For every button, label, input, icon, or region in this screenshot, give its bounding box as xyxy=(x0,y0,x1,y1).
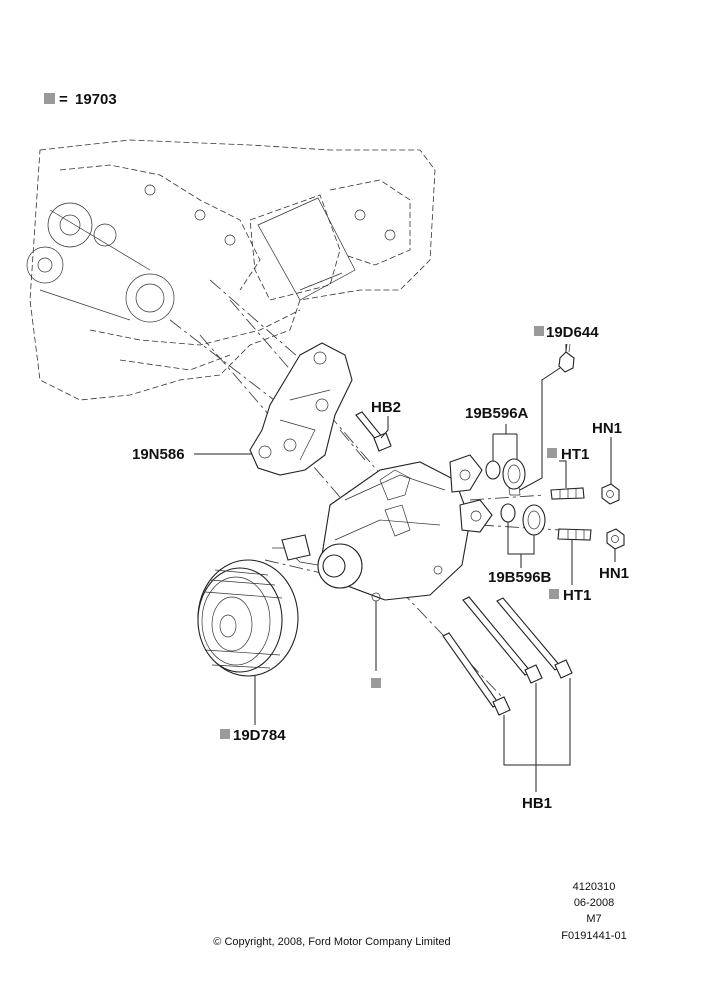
figure-id: F0191441-01 xyxy=(561,930,626,942)
callout-HT1-bottom: HT1 xyxy=(549,587,591,604)
callout-19D644: 19D644 xyxy=(534,324,599,341)
gaskets-19B596A xyxy=(485,458,526,496)
legend-equals: = xyxy=(59,91,68,108)
engine-block-illustration xyxy=(26,139,436,401)
marker-square-icon xyxy=(44,93,55,104)
ref-number: 4120310 xyxy=(573,881,616,893)
copyright-notice: © Copyright, 2008, Ford Motor Company Li… xyxy=(213,936,450,948)
legend: = 19703 xyxy=(44,91,117,108)
date-code: 06-2008 xyxy=(574,897,614,909)
label-HT1-top: HT1 xyxy=(561,446,589,463)
gaskets-19B596B xyxy=(500,503,546,536)
label-HN1-top: HN1 xyxy=(592,420,622,437)
label-19B596A: 19B596A xyxy=(465,405,529,422)
ac-compressor xyxy=(272,454,493,602)
nut-HN1-bottom xyxy=(606,528,625,550)
label-19D644: 19D644 xyxy=(546,324,599,341)
nut-HN1-top xyxy=(601,483,620,505)
label-HN1-bottom: HN1 xyxy=(599,565,629,582)
marker-square-icon xyxy=(549,589,559,599)
stud-HT1-bottom xyxy=(557,528,592,541)
marker-square-icon xyxy=(220,729,230,739)
label-HB1: HB1 xyxy=(522,795,552,812)
label-19D784: 19D784 xyxy=(233,727,286,744)
label-19N586: 19N586 xyxy=(132,446,185,463)
bolts-HB1 xyxy=(442,596,573,716)
model-code: M7 xyxy=(586,913,601,925)
label-19B596B: 19B596B xyxy=(488,569,552,586)
legend-code: 19703 xyxy=(75,91,117,108)
compressor-marker-square-icon xyxy=(371,678,381,688)
marker-square-icon xyxy=(534,326,544,336)
mounting-bracket-19N586 xyxy=(249,342,353,476)
label-HT1-bottom: HT1 xyxy=(563,587,591,604)
callout-19D784: 19D784 xyxy=(220,727,286,744)
figure-meta: 4120310 06-2008 M7 F0191441-01 © Copyrig… xyxy=(213,881,626,948)
stud-HT1-top xyxy=(550,487,585,500)
callout-HT1-top: HT1 xyxy=(547,446,589,463)
marker-square-icon xyxy=(547,448,557,458)
leader-lines xyxy=(194,344,616,792)
bolt-HB2 xyxy=(355,411,392,452)
clutch-pulley-19D784 xyxy=(197,559,299,677)
label-HB2: HB2 xyxy=(371,399,401,416)
